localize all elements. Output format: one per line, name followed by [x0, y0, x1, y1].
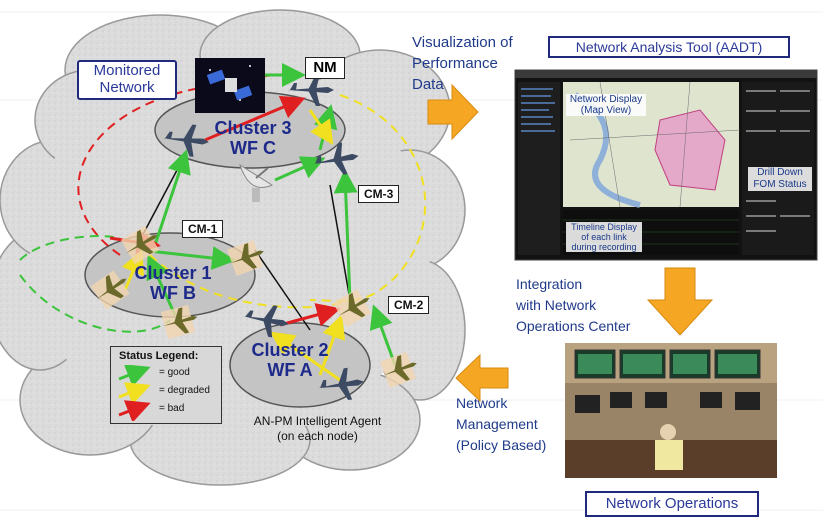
arrow-to-network — [455, 353, 509, 403]
noc-photo — [565, 343, 777, 478]
cm-1-label: CM-1 — [182, 220, 224, 238]
cluster-2-wf: WF A — [267, 360, 313, 380]
cluster-3-wf: WF C — [230, 138, 276, 158]
airliner-icons — [163, 74, 364, 401]
aadt-screenshot — [514, 69, 818, 261]
dashed-green-link-bottom — [19, 274, 171, 333]
monitored-network-label: Monitored Network — [77, 60, 177, 100]
network-management-text: Network Management (Policy Based) — [456, 395, 547, 453]
link-yellow-c3 — [308, 109, 334, 145]
link-yellow-c2 — [318, 314, 346, 376]
aadt-title: Network Analysis Tool (AADT) — [548, 36, 790, 58]
link-green-dish — [274, 156, 326, 182]
arrow-to-aadt — [427, 83, 479, 141]
legend-title: Status Legend: — [119, 350, 199, 362]
nm-label: NM — [305, 57, 345, 79]
legend-bad: = bad — [159, 403, 185, 414]
network-operations-label: Network Operations — [585, 491, 759, 517]
satellite-icon — [195, 58, 265, 113]
fighter-jet-icons — [90, 225, 417, 388]
cm-3-label: CM-3 — [358, 185, 400, 203]
cluster-2-name: Cluster 2 — [251, 340, 329, 360]
cm-2-label: CM-2 — [388, 296, 430, 314]
agent-label: AN-PM Intelligent Agent (on each node) — [253, 414, 382, 443]
legend-degraded: = degraded — [159, 385, 210, 396]
satellite-dish-icon — [239, 163, 274, 202]
link-red-c2 — [279, 303, 341, 327]
cluster-1-label: Cluster 1 WF B — [118, 263, 228, 303]
cluster-1-wf: WF B — [150, 283, 196, 303]
link-yellow-c2b — [270, 331, 341, 382]
arrow-down-to-noc — [646, 267, 714, 336]
timeline-label: Timeline Display of each link during rec… — [566, 222, 642, 252]
dashed-green-link-left — [19, 235, 121, 261]
cluster-3-label: Cluster 3 WF C — [198, 118, 308, 158]
cluster-2-label: Cluster 2 WF A — [235, 340, 345, 380]
legend-good: = good — [159, 367, 190, 378]
visualization-text: Visualization of Performance Data — [412, 34, 513, 93]
link-green-c1c — [146, 254, 177, 316]
link-red-nm — [204, 95, 306, 142]
status-legend: Status Legend: = good = degraded = bad — [110, 346, 222, 424]
integration-text: Integration with Network Operations Cent… — [516, 276, 631, 334]
cluster-3-name: Cluster 3 — [214, 118, 292, 138]
drill-down-label: Drill Down FOM Status — [748, 167, 812, 191]
cluster-1-name: Cluster 1 — [134, 263, 212, 283]
link-green-c2 — [369, 304, 397, 366]
link-green-c3b — [333, 169, 358, 301]
network-display-label: Network Display (Map View) — [566, 94, 646, 116]
legend-swatches — [118, 365, 151, 421]
link-green-c1 — [153, 149, 191, 246]
orange-arrows — [427, 83, 714, 403]
